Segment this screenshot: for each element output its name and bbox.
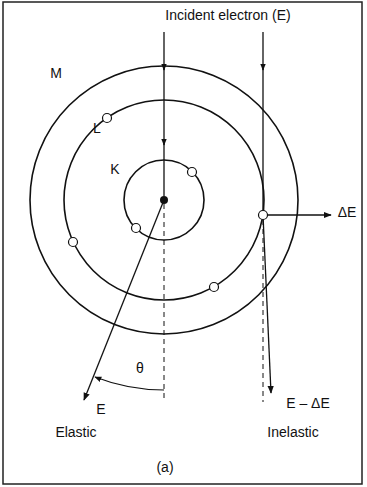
incident-path <box>262 32 263 70</box>
shell-label: M <box>49 66 63 81</box>
shell-label: K <box>109 162 120 177</box>
reference-line <box>263 220 264 402</box>
axis-label: Incident electron (E) <box>164 8 291 23</box>
angle-arc <box>95 377 164 390</box>
incident-path <box>163 143 164 196</box>
energy-label: ΔE <box>337 205 358 220</box>
incident-path <box>163 32 164 70</box>
incident-path <box>163 68 164 145</box>
incident-path <box>262 68 263 210</box>
angle-label: θ <box>135 361 145 376</box>
energy-loss-arrow <box>268 214 331 215</box>
figure-frame <box>3 2 362 484</box>
elastic-path <box>84 200 164 400</box>
electrons <box>69 114 268 292</box>
scatter-label: Inelastic <box>266 425 319 440</box>
reference-line <box>164 204 165 400</box>
scatter-label: Elastic <box>54 425 97 440</box>
energy-label: E – ΔE <box>285 396 331 411</box>
nucleus <box>160 196 168 204</box>
shell-label: L <box>92 121 102 136</box>
m-shell <box>30 66 298 334</box>
energy-label: E <box>95 402 106 417</box>
panel-label: (a) <box>155 460 174 475</box>
inelastic-path <box>263 215 271 393</box>
